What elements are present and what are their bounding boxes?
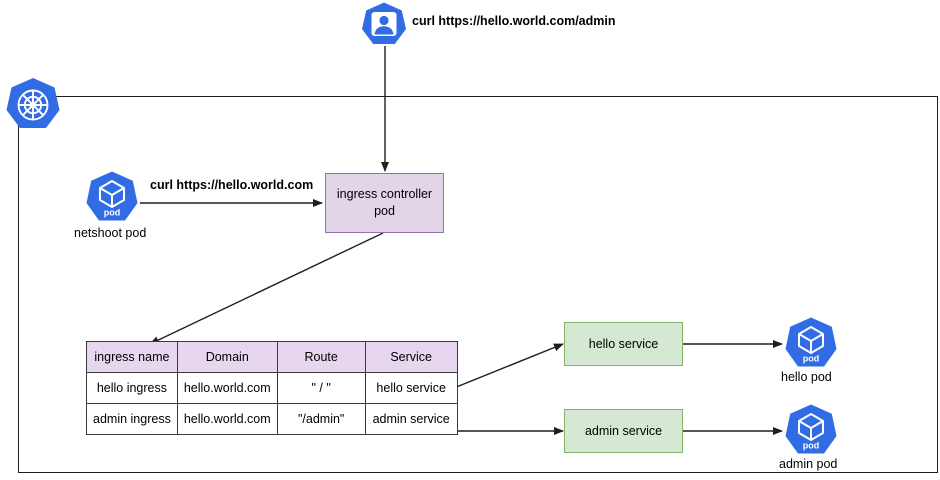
arrow-row-hello-to-hello-service — [443, 343, 564, 393]
hello-pod-label: hello pod — [781, 370, 832, 384]
cell-service: admin service — [364, 403, 458, 435]
admin-pod-icon: pod — [783, 403, 839, 459]
admin-service-label: admin service — [584, 424, 663, 438]
netshoot-curl-command: curl https://hello.world.com — [150, 178, 314, 192]
hello-service-label: hello service — [588, 337, 659, 351]
ingress-controller-pod-box[interactable]: ingress controller pod — [325, 173, 444, 233]
column-header-ingress-name: ingress name — [86, 341, 178, 373]
svg-text:pod: pod — [104, 208, 121, 218]
cell-service: hello service — [364, 372, 458, 404]
column-header-domain: Domain — [176, 341, 278, 373]
cell-route: "/admin" — [276, 403, 366, 435]
ingress-controller-label-line2: pod — [374, 204, 395, 218]
admin-service-box[interactable]: admin service — [564, 409, 683, 453]
cell-route: " / " — [276, 372, 366, 404]
cell-domain: hello.world.com — [176, 403, 278, 435]
cell-ingress-name: admin ingress — [86, 403, 178, 435]
column-header-route: Route — [276, 341, 366, 373]
external-user-command: curl https://hello.world.com/admin — [412, 14, 616, 28]
ingress-controller-label-line1: ingress controller — [336, 187, 433, 202]
kubernetes-cluster-boundary — [18, 96, 938, 473]
cell-domain: hello.world.com — [176, 372, 278, 404]
ingress-rules-table: ingress name Domain Route Service hello … — [86, 341, 458, 435]
hello-pod-icon: pod — [783, 316, 839, 372]
netshoot-pod-icon: pod — [84, 170, 140, 226]
svg-text:pod: pod — [803, 354, 820, 364]
arrow-ingress-controller-to-table — [149, 232, 384, 345]
hello-service-box[interactable]: hello service — [564, 322, 683, 366]
cell-ingress-name: hello ingress — [86, 372, 178, 404]
netshoot-pod-label: netshoot pod — [74, 226, 147, 240]
table-row: hello ingress hello.world.com " / " hell… — [86, 372, 458, 404]
table-row: admin ingress hello.world.com "/admin" a… — [86, 403, 458, 435]
column-header-service: Service — [364, 341, 458, 373]
admin-pod-label: admin pod — [779, 457, 838, 471]
svg-text:pod: pod — [803, 441, 820, 451]
table-header-row: ingress name Domain Route Service — [86, 341, 458, 373]
external-user-icon — [360, 1, 408, 49]
kubernetes-wheel-icon — [4, 76, 62, 134]
